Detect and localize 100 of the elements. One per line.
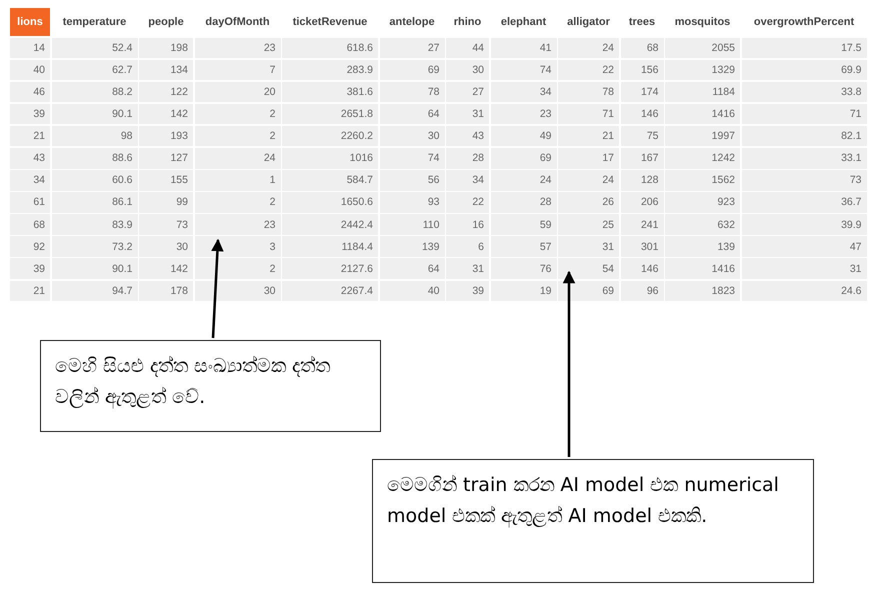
table-cell: 27 — [380, 38, 444, 58]
table-cell: 2267.4 — [282, 280, 378, 302]
table-cell: 1562 — [665, 170, 740, 191]
table-cell: 139 — [380, 236, 444, 257]
table-cell: 30 — [446, 60, 489, 80]
table-cell: 146 — [620, 104, 664, 124]
table-cell: 39.9 — [742, 214, 866, 235]
table-cell: 43 — [10, 148, 50, 169]
table-cell: 64 — [380, 258, 444, 280]
table-cell: 64 — [380, 104, 444, 124]
table-cell: 62.7 — [52, 60, 138, 80]
table-cell: 96 — [620, 280, 664, 302]
table-cell: 110 — [380, 214, 444, 235]
table-cell: 56 — [380, 170, 444, 191]
table-cell: 923 — [665, 192, 740, 213]
table-cell: 2 — [194, 126, 280, 146]
column-header: lions — [10, 8, 50, 36]
table-cell: 78 — [380, 82, 444, 102]
table-cell: 30 — [139, 236, 193, 257]
table-cell: 167 — [620, 148, 664, 169]
table-cell: 1329 — [665, 60, 740, 80]
table-cell: 193 — [139, 126, 193, 146]
table-cell: 283.9 — [282, 60, 378, 80]
table-cell: 40 — [10, 60, 50, 80]
table-cell: 21 — [10, 280, 50, 302]
table-cell: 21 — [558, 126, 619, 146]
table-cell: 73 — [742, 170, 866, 191]
table-cell: 34 — [446, 170, 489, 191]
table-cell: 68 — [10, 214, 50, 235]
table-cell: 6 — [446, 236, 489, 257]
table-cell: 27 — [446, 82, 489, 102]
table-cell: 93 — [380, 192, 444, 213]
table-cell: 71 — [742, 104, 866, 124]
table-cell: 174 — [620, 82, 664, 102]
table-cell: 59 — [490, 214, 556, 235]
table-cell: 86.1 — [52, 192, 138, 213]
table-cell: 134 — [139, 60, 193, 80]
table-cell: 43 — [446, 126, 489, 146]
table-cell: 69 — [558, 280, 619, 302]
table-cell: 618.6 — [282, 38, 378, 58]
table-cell: 28 — [446, 148, 489, 169]
table-cell: 30 — [380, 126, 444, 146]
table-cell: 74 — [380, 148, 444, 169]
table-cell: 68 — [620, 38, 664, 58]
table-cell: 1823 — [665, 280, 740, 302]
table-cell: 25 — [558, 214, 619, 235]
table-cell: 31 — [446, 104, 489, 124]
table-cell: 21 — [10, 126, 50, 146]
table-cell: 139 — [665, 236, 740, 257]
table-cell: 34 — [10, 170, 50, 191]
table-cell: 22 — [558, 60, 619, 80]
table-cell: 76 — [490, 258, 556, 280]
table-cell: 241 — [620, 214, 664, 235]
table-cell: 47 — [742, 236, 866, 257]
table-cell: 88.2 — [52, 82, 138, 102]
table-cell: 632 — [665, 214, 740, 235]
table-cell: 17 — [558, 148, 619, 169]
table-cell: 2 — [194, 104, 280, 124]
table-cell: 1416 — [665, 104, 740, 124]
table-cell: 142 — [139, 104, 193, 124]
table-cell: 30 — [194, 280, 280, 302]
table-cell: 16 — [446, 214, 489, 235]
table-cell: 14 — [10, 38, 50, 58]
table-cell: 146 — [620, 258, 664, 280]
arrow — [211, 238, 224, 338]
table-cell: 19 — [490, 280, 556, 302]
table-cell: 41 — [490, 38, 556, 58]
table-cell: 60.6 — [52, 170, 138, 191]
table-cell: 33.8 — [742, 82, 866, 102]
table-cell: 24 — [490, 170, 556, 191]
table-cell: 73.2 — [52, 236, 138, 257]
table-cell: 61 — [10, 192, 50, 213]
table-cell: 2442.4 — [282, 214, 378, 235]
table-cell: 3 — [194, 236, 280, 257]
note-box: මෙමගින් train කරන AI model එක numerical model එකක් ඇතුළත් AI model එකකි. — [372, 459, 814, 583]
table-cell: 33.1 — [742, 148, 866, 169]
table-cell: 31 — [446, 258, 489, 280]
table-cell: 28 — [490, 192, 556, 213]
table-cell: 2127.6 — [282, 258, 378, 280]
table-cell: 584.7 — [282, 170, 378, 191]
table-cell: 127 — [139, 148, 193, 169]
table-cell: 1416 — [665, 258, 740, 280]
table-cell: 198 — [139, 38, 193, 58]
note-box: මෙහි සියළු දත්ත සංඛ්‍යාත්මක දත්ත වලින් ඇතුළත් වේ. — [40, 340, 381, 432]
table-cell: 69 — [490, 148, 556, 169]
table-cell: 2 — [194, 192, 280, 213]
table-cell: 99 — [139, 192, 193, 213]
table-cell: 83.9 — [52, 214, 138, 235]
table-cell: 69 — [380, 60, 444, 80]
table-cell: 23 — [194, 214, 280, 235]
table-cell: 36.7 — [742, 192, 866, 213]
table-cell: 39 — [446, 280, 489, 302]
table-cell: 31 — [558, 236, 619, 257]
table-cell: 26 — [558, 192, 619, 213]
table-cell: 206 — [620, 192, 664, 213]
table-cell: 24 — [558, 170, 619, 191]
table-cell: 156 — [620, 60, 664, 80]
table-cell: 1997 — [665, 126, 740, 146]
table-cell: 2055 — [665, 38, 740, 58]
table-cell: 2260.2 — [282, 126, 378, 146]
